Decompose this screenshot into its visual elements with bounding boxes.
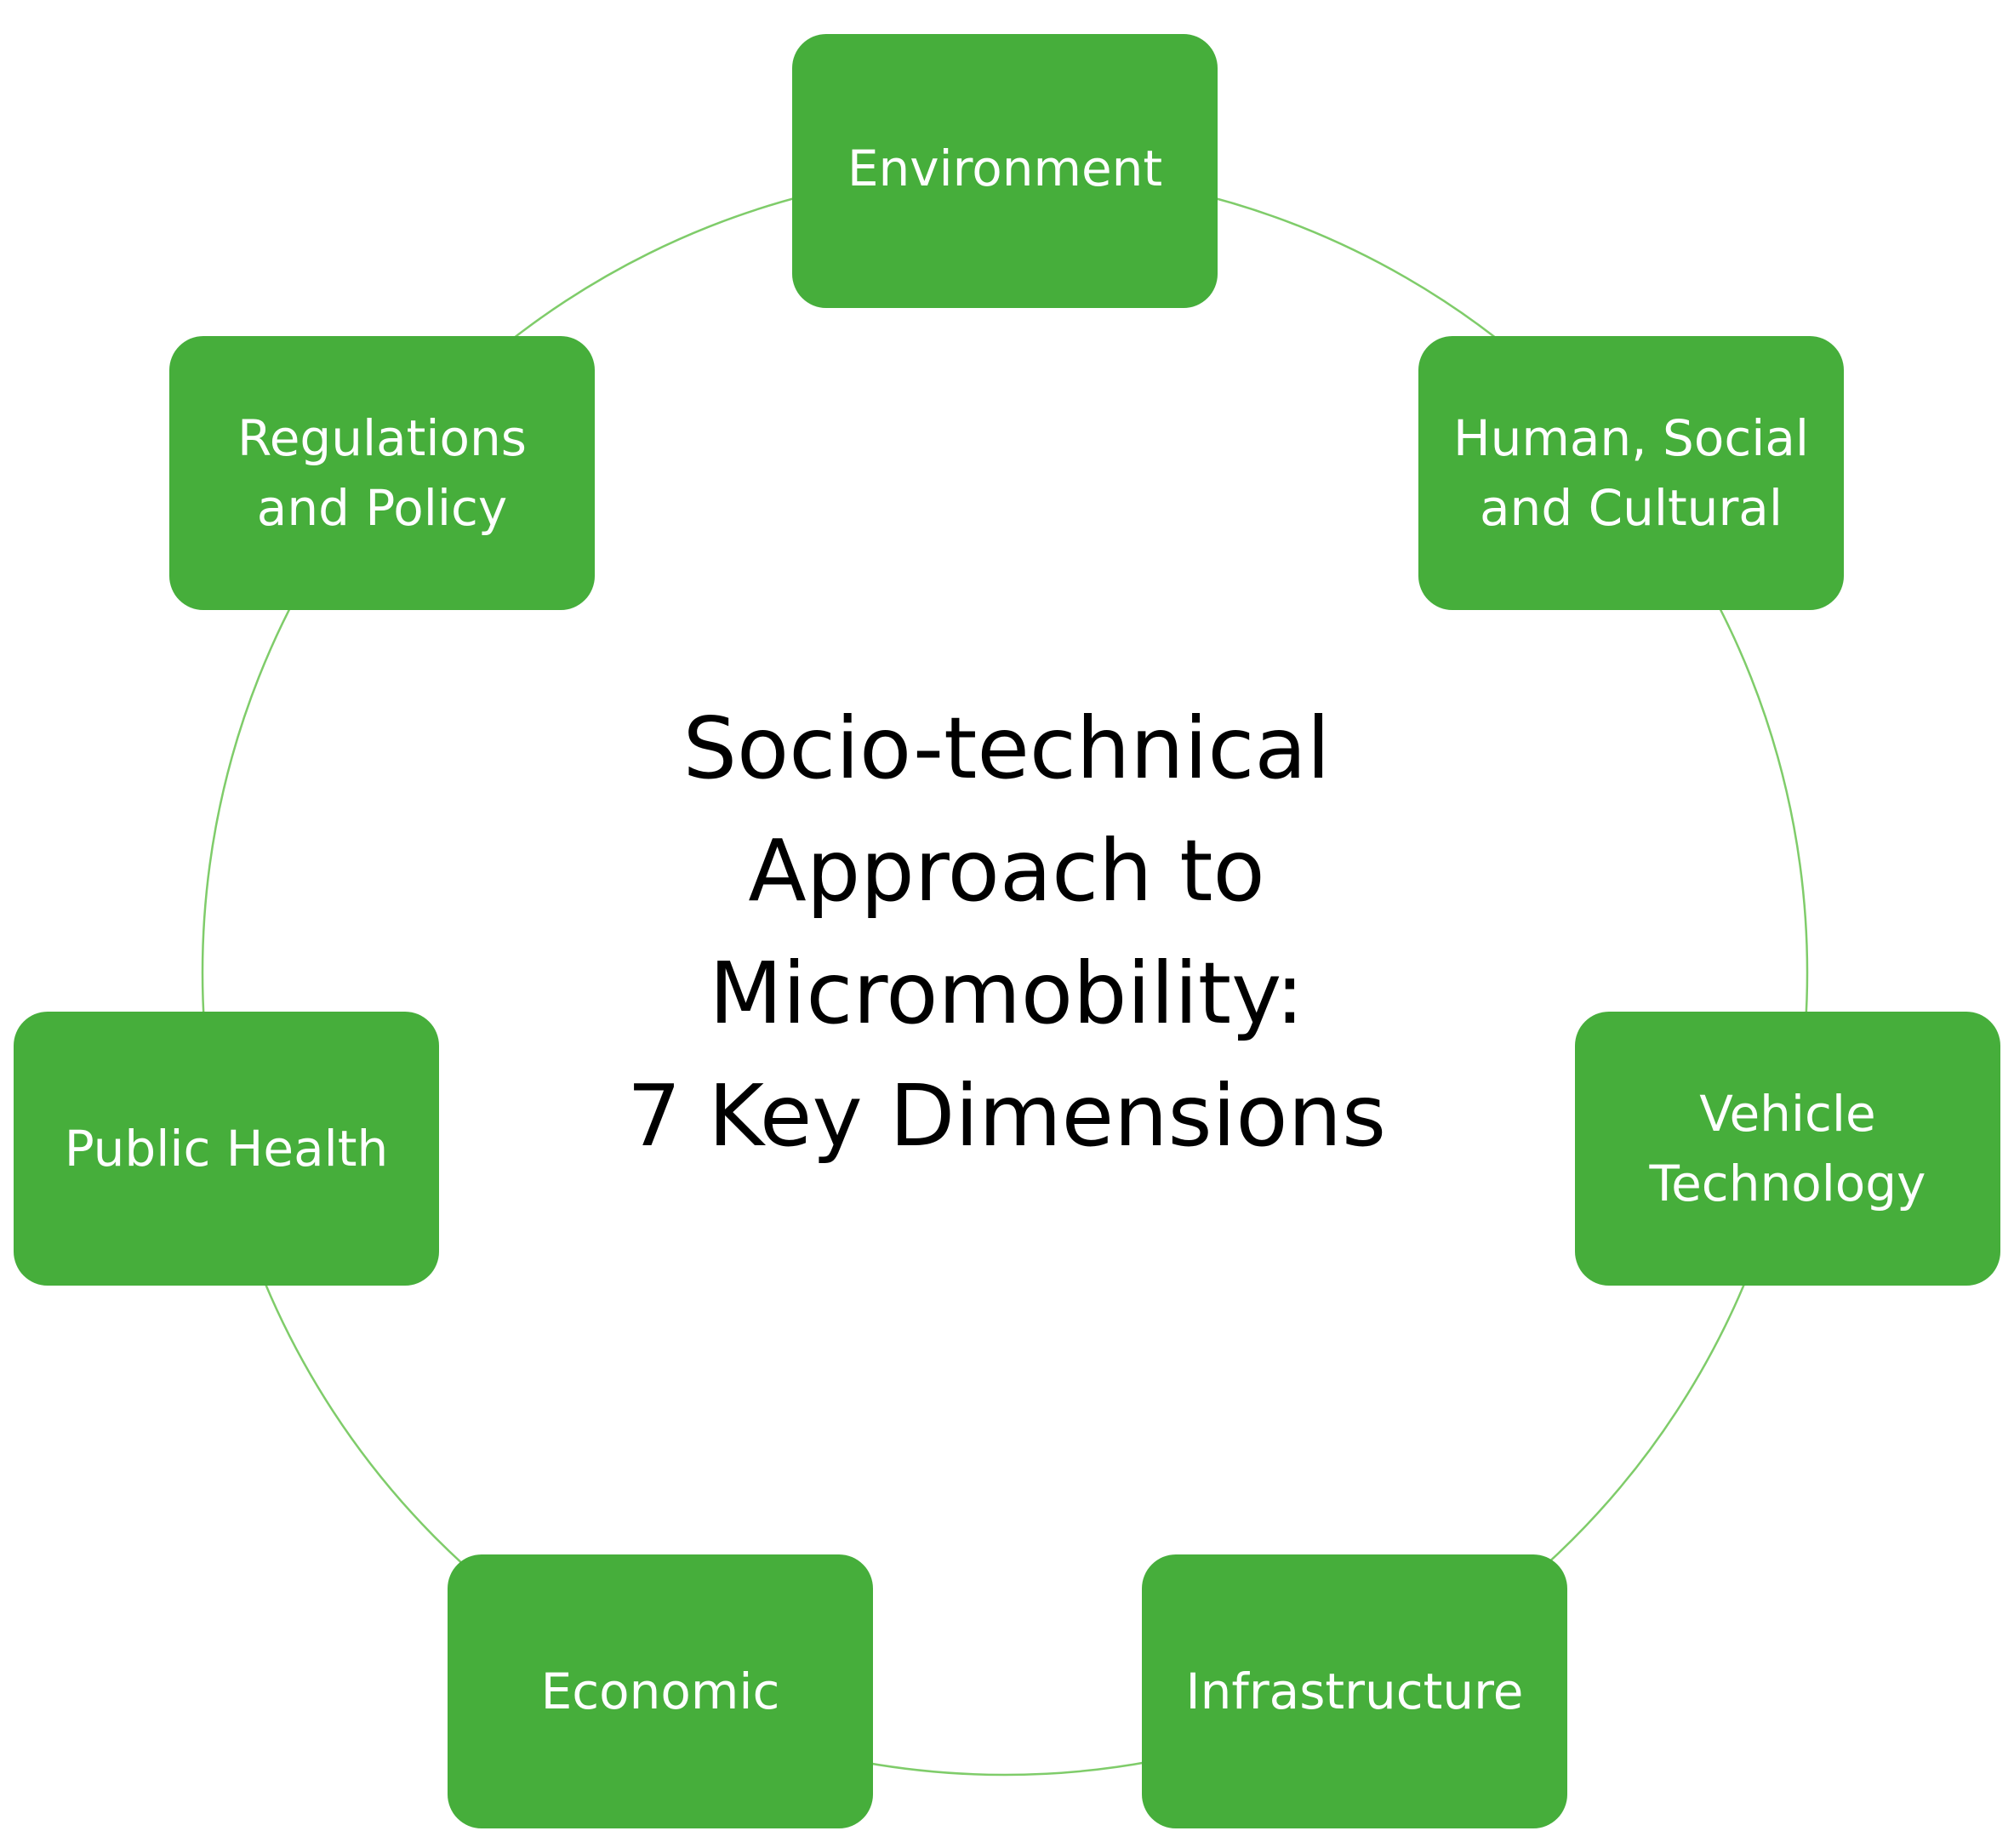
dimension-label: Environment [847, 140, 1163, 197]
dimension-public-health: Public Health [14, 1012, 439, 1286]
dimension-economic: Economic [448, 1554, 873, 1828]
center-title-line-4: 7 Key Dimensions [626, 1066, 1387, 1166]
dimension-human-social-cultural: Human, Social and Cultural [1418, 336, 1844, 610]
dimension-label: Infrastructure [1185, 1663, 1524, 1720]
dimension-vehicle-technology: Vehicle Technology [1575, 1012, 2000, 1286]
dimension-environment: Environment [792, 34, 1218, 308]
dimension-label: Human, Social and Cultural [1452, 409, 1809, 537]
center-title-line-2: Approach to [748, 821, 1265, 921]
dimension-label: Economic [540, 1663, 780, 1720]
dimension-label: Public Health [64, 1120, 389, 1178]
center-title-line-1: Socio-technical [682, 699, 1331, 798]
center-title-line-3: Micromobility: [709, 944, 1304, 1043]
dimension-label: Regulations and Policy [237, 409, 527, 537]
dimension-infrastructure: Infrastructure [1142, 1554, 1567, 1828]
center-title: Socio-technical Approach to Micromobilit… [496, 687, 1517, 1178]
dimension-regulations-policy: Regulations and Policy [169, 336, 595, 610]
dimension-label: Vehicle Technology [1649, 1085, 1926, 1212]
